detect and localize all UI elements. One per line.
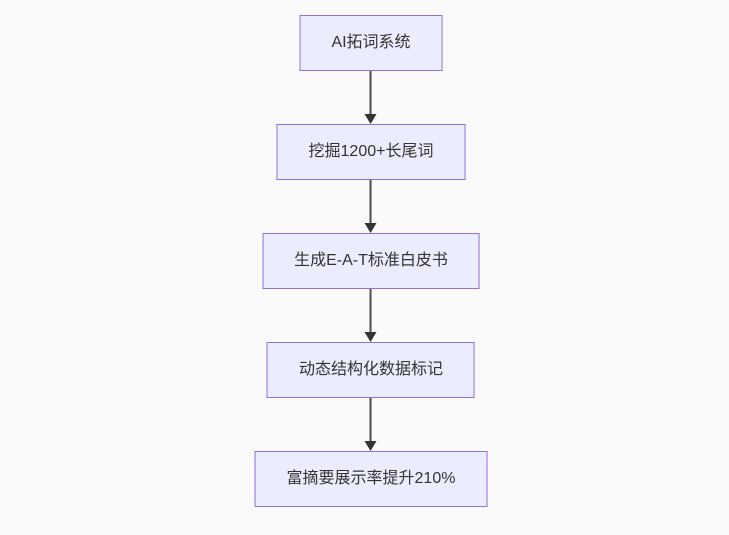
arrow-connector-2 [365, 180, 377, 233]
arrow-connector-4 [365, 398, 377, 451]
flowchart: AI拓词系统 挖掘1200+长尾词 生成E-A-T标准白皮书 动态结构化数据标记… [254, 15, 488, 507]
arrow-connector-3 [365, 289, 377, 342]
arrow-line [370, 71, 372, 114]
arrowhead-icon [365, 332, 377, 342]
arrowhead-icon [365, 441, 377, 451]
arrowhead-icon [365, 114, 377, 124]
arrow-line [370, 289, 372, 332]
node-structured-data-markup: 动态结构化数据标记 [266, 342, 475, 398]
arrowhead-icon [365, 223, 377, 233]
arrow-line [370, 180, 372, 223]
node-rich-snippet-uplift: 富摘要展示率提升210% [254, 451, 488, 507]
node-longtail-keyword-mining: 挖掘1200+长尾词 [276, 124, 466, 180]
node-eat-whitepaper: 生成E-A-T标准白皮书 [262, 233, 480, 289]
arrow-line [370, 398, 372, 441]
node-ai-keyword-system: AI拓词系统 [299, 15, 443, 71]
arrow-connector-1 [365, 71, 377, 124]
